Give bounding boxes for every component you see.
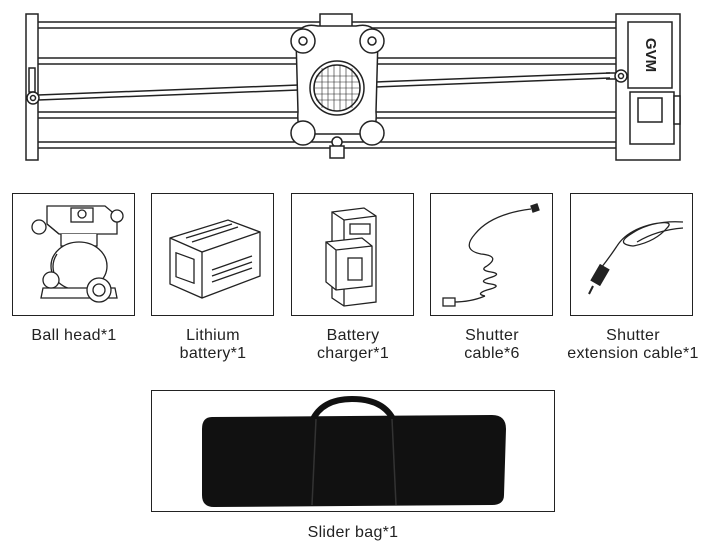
battery-charger-label: Battery charger*1	[280, 327, 426, 363]
battery-charger-label-line2: charger*1	[316, 345, 390, 362]
slider-motor-unit	[606, 13, 681, 161]
slider-bag-label-line1: Slider bag*1	[307, 524, 399, 541]
brand-logo: GVM	[642, 38, 659, 72]
lithium-battery-label: Lithium battery*1	[140, 327, 286, 363]
shutter-cable-label-line2: cable*6	[464, 345, 520, 362]
lithium-battery-label-line1: Lithium	[186, 327, 240, 344]
shutter-cable-label: Shutter cable*6	[419, 327, 565, 363]
shutter-cable-box	[430, 193, 553, 316]
ball-head-illustration	[31, 205, 124, 303]
ball-head-label-line1: Ball head*1	[31, 327, 117, 344]
camera-slider-drawing: GVM	[0, 0, 725, 170]
slider-carriage	[290, 13, 385, 159]
lithium-battery-box	[151, 193, 274, 316]
slider-bag-box	[151, 390, 555, 512]
slider-bag-label: Slider bag*1	[280, 524, 426, 542]
slider-left-end-plate	[25, 13, 40, 161]
ball-head-box	[12, 193, 135, 316]
shutter-extension-cable-box	[570, 193, 693, 316]
lithium-battery-label-line2: battery*1	[179, 345, 247, 362]
battery-illustration	[169, 219, 261, 299]
slider-bag-illustration	[202, 395, 506, 507]
extension-cable-illustration	[588, 221, 684, 295]
battery-charger-label-line1: Battery	[326, 327, 380, 344]
shutter-extension-cable-label: Shutter extension cable*1	[550, 327, 716, 363]
shutter-extension-cable-label-line2: extension cable*1	[567, 345, 699, 362]
shutter-extension-cable-label-line1: Shutter	[606, 327, 660, 344]
ball-head-label: Ball head*1	[0, 327, 148, 345]
battery-charger-box	[291, 193, 414, 316]
shutter-cable-illustration	[442, 203, 540, 307]
shutter-cable-label-line1: Shutter	[465, 327, 519, 344]
charger-illustration	[325, 207, 377, 307]
